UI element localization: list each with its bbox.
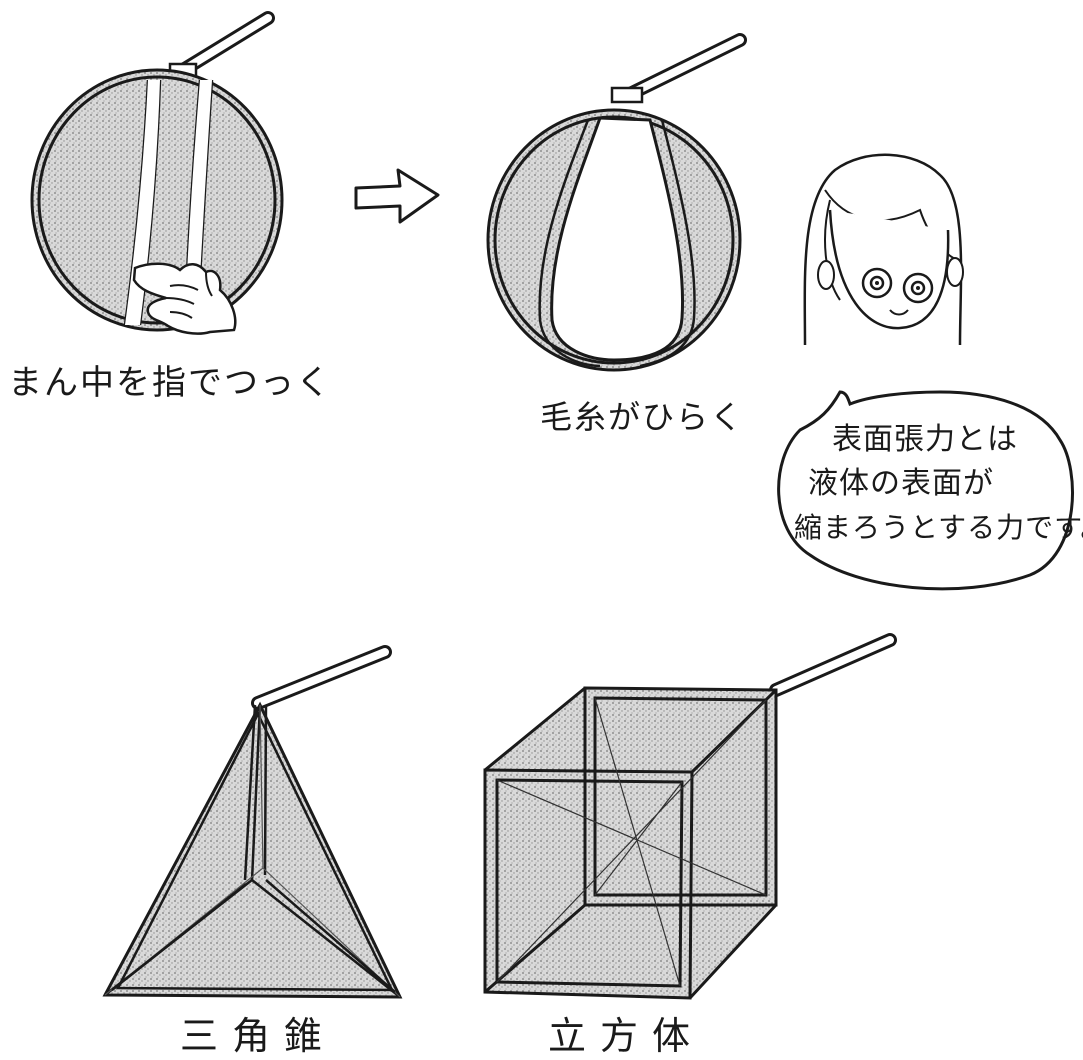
caption-cube: 立方体	[548, 1005, 704, 1060]
speech-line-3: 縮まろうとする力です。	[794, 506, 1083, 550]
caption-poke: まん中を指でつっく	[8, 355, 332, 404]
handle-stick	[258, 652, 385, 703]
cube-figure	[485, 640, 890, 998]
handle-stick	[612, 40, 740, 102]
caption-open: 毛糸がひらく	[540, 392, 744, 438]
right-ear	[947, 258, 963, 286]
speech-line-2: 液体の表面が	[808, 462, 994, 506]
caption-tetrahedron: 三角錐	[180, 1005, 336, 1060]
girl-character	[805, 155, 963, 345]
tetrahedron-figure	[105, 652, 400, 997]
speech-line-1: 表面張力とは	[832, 418, 1018, 462]
poke-figure	[32, 18, 282, 334]
left-ear	[818, 261, 834, 289]
arrow-icon	[356, 170, 438, 222]
open-figure	[488, 40, 740, 370]
handle-stick	[776, 640, 890, 690]
handle-stick	[170, 18, 268, 78]
